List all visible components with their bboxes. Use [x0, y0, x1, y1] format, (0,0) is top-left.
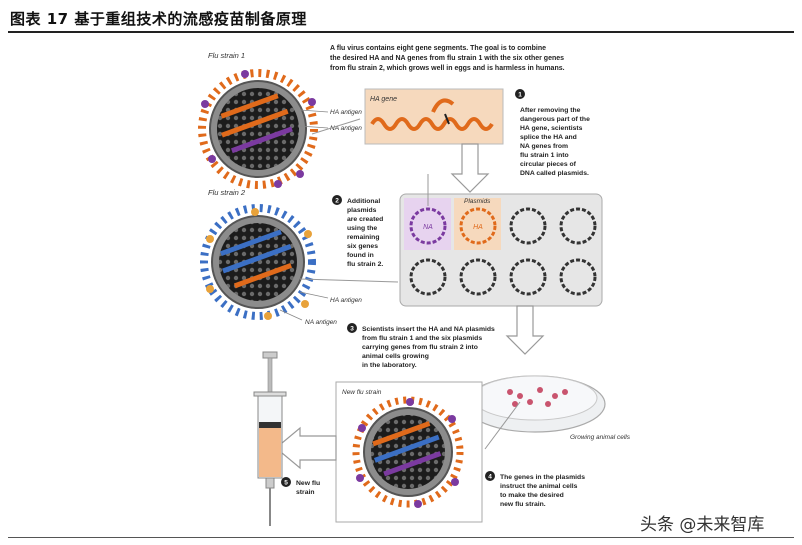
- plasmid-ha-label: HA: [473, 224, 483, 231]
- step-5-badge: [281, 477, 291, 487]
- step-2-badge: [332, 195, 342, 205]
- petri-dish: Growing animal cells: [464, 375, 631, 441]
- syringe: [253, 351, 287, 526]
- intro-text: A flu virus contains eight gene segments…: [330, 45, 566, 72]
- arrow-down-2: [505, 305, 545, 355]
- new-flu-strain-label: New flu strain: [342, 389, 382, 396]
- svg-text:4: 4: [488, 474, 492, 481]
- step-4-badge: [485, 471, 495, 481]
- header: 图表 17 基于重组技术的流感疫苗制备原理: [0, 0, 802, 34]
- plasmids-label: Plasmids: [464, 198, 491, 205]
- step-3-text: Scientists insert the HA and NA plasmids…: [362, 326, 497, 369]
- flu-strain-1-virus: [198, 69, 318, 189]
- new-flu-strain-panel: New flu strain: [335, 381, 483, 523]
- growing-cells-label: Growing animal cells: [570, 434, 631, 441]
- na-antigen-label: NA antigen: [330, 125, 362, 132]
- step-4-text: The genes in the plasmids instruct the a…: [500, 474, 587, 508]
- ha-gene-label: HA gene: [370, 96, 397, 103]
- header-rule: [8, 31, 794, 33]
- arrow-down-1: [450, 143, 490, 193]
- arrow-left: [275, 426, 337, 470]
- step-1-badge: [515, 89, 525, 99]
- svg-text:5: 5: [284, 480, 288, 487]
- svg-text:1: 1: [518, 92, 522, 99]
- page-title: 图表 17 基于重组技术的流感疫苗制备原理: [10, 10, 307, 28]
- ha-gene-panel: HA gene: [364, 88, 504, 145]
- vaccine-diagram: Flu strain 1 HA antigen NA antigen A flu…: [198, 45, 631, 526]
- ha-antigen-label: HA antigen: [330, 109, 362, 116]
- step-5-text: New flu strain: [296, 480, 322, 496]
- step-3-badge: [347, 323, 357, 333]
- footer-rule: [8, 537, 794, 538]
- plasmid-na-label: NA: [423, 224, 433, 231]
- plasmid-panel: Plasmids NA HA: [399, 193, 603, 307]
- step-1-text: After removing the dangerous part of the…: [520, 107, 592, 177]
- ha-antigen-label-2: HA antigen: [330, 297, 362, 304]
- svg-text:2: 2: [335, 198, 339, 205]
- flu-strain-2-label: Flu strain 2: [208, 188, 246, 197]
- na-antigen-label-2: NA antigen: [305, 319, 337, 326]
- flu-strain-1-label: Flu strain 1: [208, 51, 245, 60]
- flu-strain-2-virus: [200, 204, 316, 320]
- step-2-text: Additional plasmids are created using th…: [347, 198, 385, 268]
- watermark: 头条 @未来智库: [640, 515, 765, 535]
- svg-text:3: 3: [350, 326, 354, 333]
